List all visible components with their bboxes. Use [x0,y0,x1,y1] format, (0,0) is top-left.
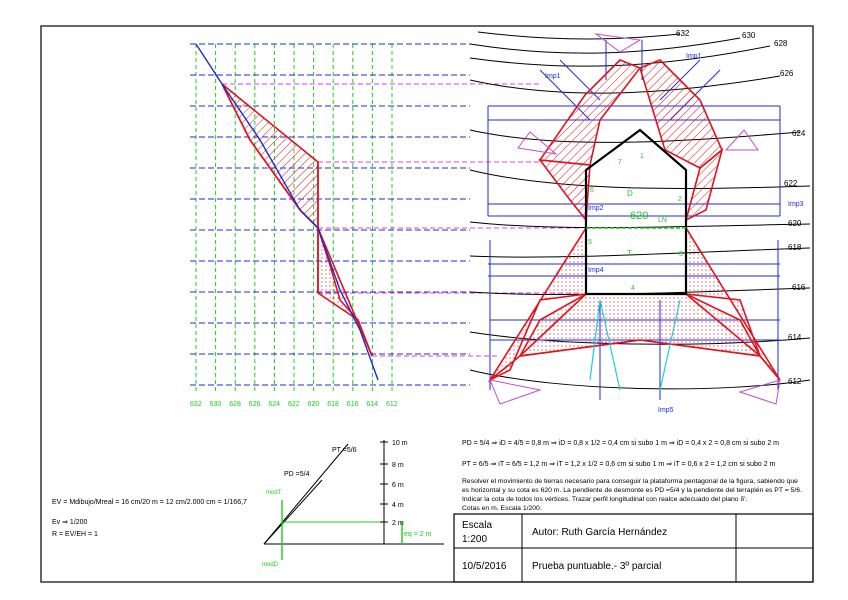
subject: Prueba puntuable.- 3º parcial [532,561,661,572]
profile-axis-label: 616 [347,401,359,408]
imp-label-bottom: Imp5 [658,407,674,414]
platform-outline [584,128,688,296]
zone-t: T [627,249,632,258]
zone-d: D [627,189,633,198]
author: Autor: Ruth García Hernández [532,527,667,538]
vertex-2: 2 [678,196,682,203]
eq-label: eq = 2 m [404,531,432,538]
pt-formula: PT = 6/5 ⇒ iT = 6/5 = 1,2 m ⇒ iT = 1,2 x… [462,461,776,468]
ev-ratio: Ev ⇒ 1/200 [52,519,88,526]
vertex-6: 6 [590,187,594,194]
vertex-5: 5 [588,239,592,246]
contour-label-632: 632 [676,29,690,38]
ln-label: LN [658,217,667,224]
cyan-guides [589,299,681,391]
scale-tick-label: 2 m [392,520,404,527]
imp-label-ne: Imp1 [686,53,702,60]
contour-label-628: 628 [774,39,788,48]
profile-axis-label: 624 [268,401,280,408]
mod-d-label: modD [262,562,279,568]
profile-axis-label: 632 [190,401,202,408]
imp-label-right: Imp3 [788,201,804,208]
scale-tick-label: 8 m [392,462,404,469]
contour-label-612: 612 [788,377,802,386]
imp-label-low: Imp4 [588,267,604,274]
scale-tick-label: 6 m [392,482,404,489]
contour-label-622: 622 [784,179,798,188]
statement-line-4: Cotas en m. Escala 1/200. [462,505,542,512]
sheet-border [40,25,814,583]
statement-line-1: Resolver el movimiento de tierras necesa… [462,478,798,485]
statement-line-2: es horizontal y su cota es 620 m. La pen… [462,487,802,494]
contour-label-624: 624 [792,129,806,138]
imp-label-mid: Imp2 [588,205,604,212]
contour-label-618: 618 [788,243,802,252]
contour-label-626: 626 [780,69,794,78]
contour-label-620: 620 [788,219,802,228]
profile-axis-label: 612 [386,401,398,408]
profile-axis-label: 622 [288,401,300,408]
slope-scale-diagram: 10 m 8 m 6 m 4 m 2 m PT =5/6 PD =5/4 modT mo… [262,440,444,568]
mod-t-label: modT [266,490,282,496]
problem-statement: Resolver el movimiento de tierras necesa… [462,478,802,512]
vertex-4: 4 [631,285,635,292]
contour-label-614: 614 [788,333,802,342]
profile-axis-label: 630 [210,401,222,408]
platform-elevation: 620 [630,210,648,222]
profile-axis-label: 614 [366,401,378,408]
terrain-profile-line [195,43,379,381]
date: 10/5/2016 [462,561,507,572]
scale-tick-label: 10 m [392,440,408,447]
imp-label-nw: Imp1 [545,73,561,80]
vertex-3: 3 [679,251,683,258]
pd-label: PD =5/4 [284,471,310,478]
slope-triangles [489,33,781,405]
ev-formula: EV = Mdibujo/Mreal = 16 cm/20 m = 12 cm/… [52,499,247,506]
pd-formula: PD = 5/4 ⇒ iD = 4/5 = 0,8 m ⇒ iD = 0,8 x… [462,440,779,447]
longitudinal-profile: 632 630 628 626 624 622 620 618 616 614 612 [190,43,580,408]
vertex-7: 7 [618,159,622,166]
profile-axis-label: 626 [249,401,261,408]
title-block: Escala 1:200 Autor: Ruth García Hernánde… [453,513,814,583]
profile-axis-label: 620 [308,401,320,408]
r-formula: R = EV/EH = 1 [52,531,98,538]
statement-line-3: Indicar la cota de todos los vértices. T… [462,496,748,503]
contour-label-630: 630 [742,31,756,40]
profile-axis-label: 618 [327,401,339,408]
scale-label: Escala [462,520,492,531]
pt-label: PT =5/6 [332,447,357,454]
projection-lines [222,83,580,357]
cut-area-right [639,59,723,169]
scale-tick-label: 4 m [392,502,404,509]
vertex-1: 1 [640,153,644,160]
profile-axis-label: 628 [229,401,241,408]
contour-label-616: 616 [792,283,806,292]
scale-value: 1:200 [462,534,487,545]
